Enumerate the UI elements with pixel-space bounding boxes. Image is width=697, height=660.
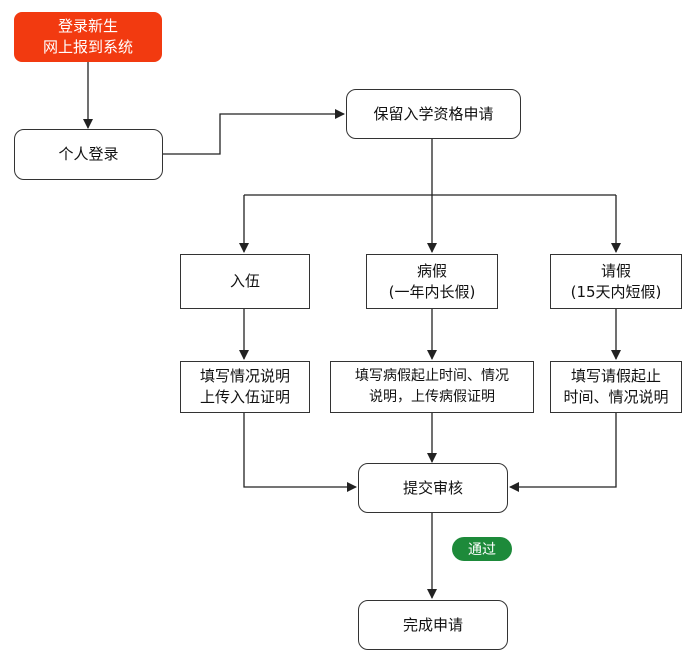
fill-leave-line1: 填写请假起止: [570, 367, 661, 385]
branch-leave-line1: 请假: [600, 261, 631, 280]
start-line1: 登录新生: [57, 17, 118, 35]
arrow-fill-leave-to-submit: [509, 413, 617, 492]
pass-badge: 通过: [452, 537, 512, 561]
pass-label: 通过: [468, 542, 496, 558]
fill-sick: 填写病假起止时间、情况 说明，上传病假证明: [330, 361, 534, 413]
branch-leave: 请假 (15天内短假): [550, 254, 682, 309]
branch-sick: 病假 (一年内长假): [366, 254, 498, 309]
fill-leave-line2: 时间、情况说明: [563, 388, 669, 406]
submit-label: 提交审核: [402, 478, 463, 497]
branch-military: 入伍: [180, 254, 310, 309]
fill-military-line1: 填写情况说明: [199, 367, 290, 385]
submit-node: 提交审核: [358, 463, 508, 513]
complete-node: 完成申请: [358, 600, 508, 650]
fill-military: 填写情况说明 上传入伍证明: [180, 361, 310, 413]
start-line2: 网上报到系统: [42, 38, 133, 56]
apply-node: 保留入学资格申请: [346, 89, 521, 139]
arrow-fill-military-to-submit: [243, 413, 357, 492]
login-node: 个人登录: [14, 129, 163, 180]
branch-sick-line2: (一年内长假): [388, 282, 476, 301]
start-node: 登录新生 网上报到系统: [14, 12, 162, 62]
branch-military-label: 入伍: [229, 272, 260, 290]
fill-sick-line2: 说明，上传病假证明: [369, 389, 495, 405]
complete-label: 完成申请: [402, 615, 463, 634]
arrow-apply-to-military: [244, 194, 616, 252]
fill-leave: 填写请假起止 时间、情况说明: [550, 361, 682, 413]
fill-sick-line1: 填写病假起止时间、情况: [355, 368, 509, 384]
branch-leave-line2: (15天内短假): [570, 282, 662, 301]
apply-label: 保留入学资格申请: [373, 104, 494, 123]
login-label: 个人登录: [58, 145, 119, 163]
fill-military-line2: 上传入伍证明: [199, 388, 290, 406]
arrow-login-to-apply: [163, 109, 345, 155]
branch-sick-line1: 病假: [416, 261, 447, 280]
